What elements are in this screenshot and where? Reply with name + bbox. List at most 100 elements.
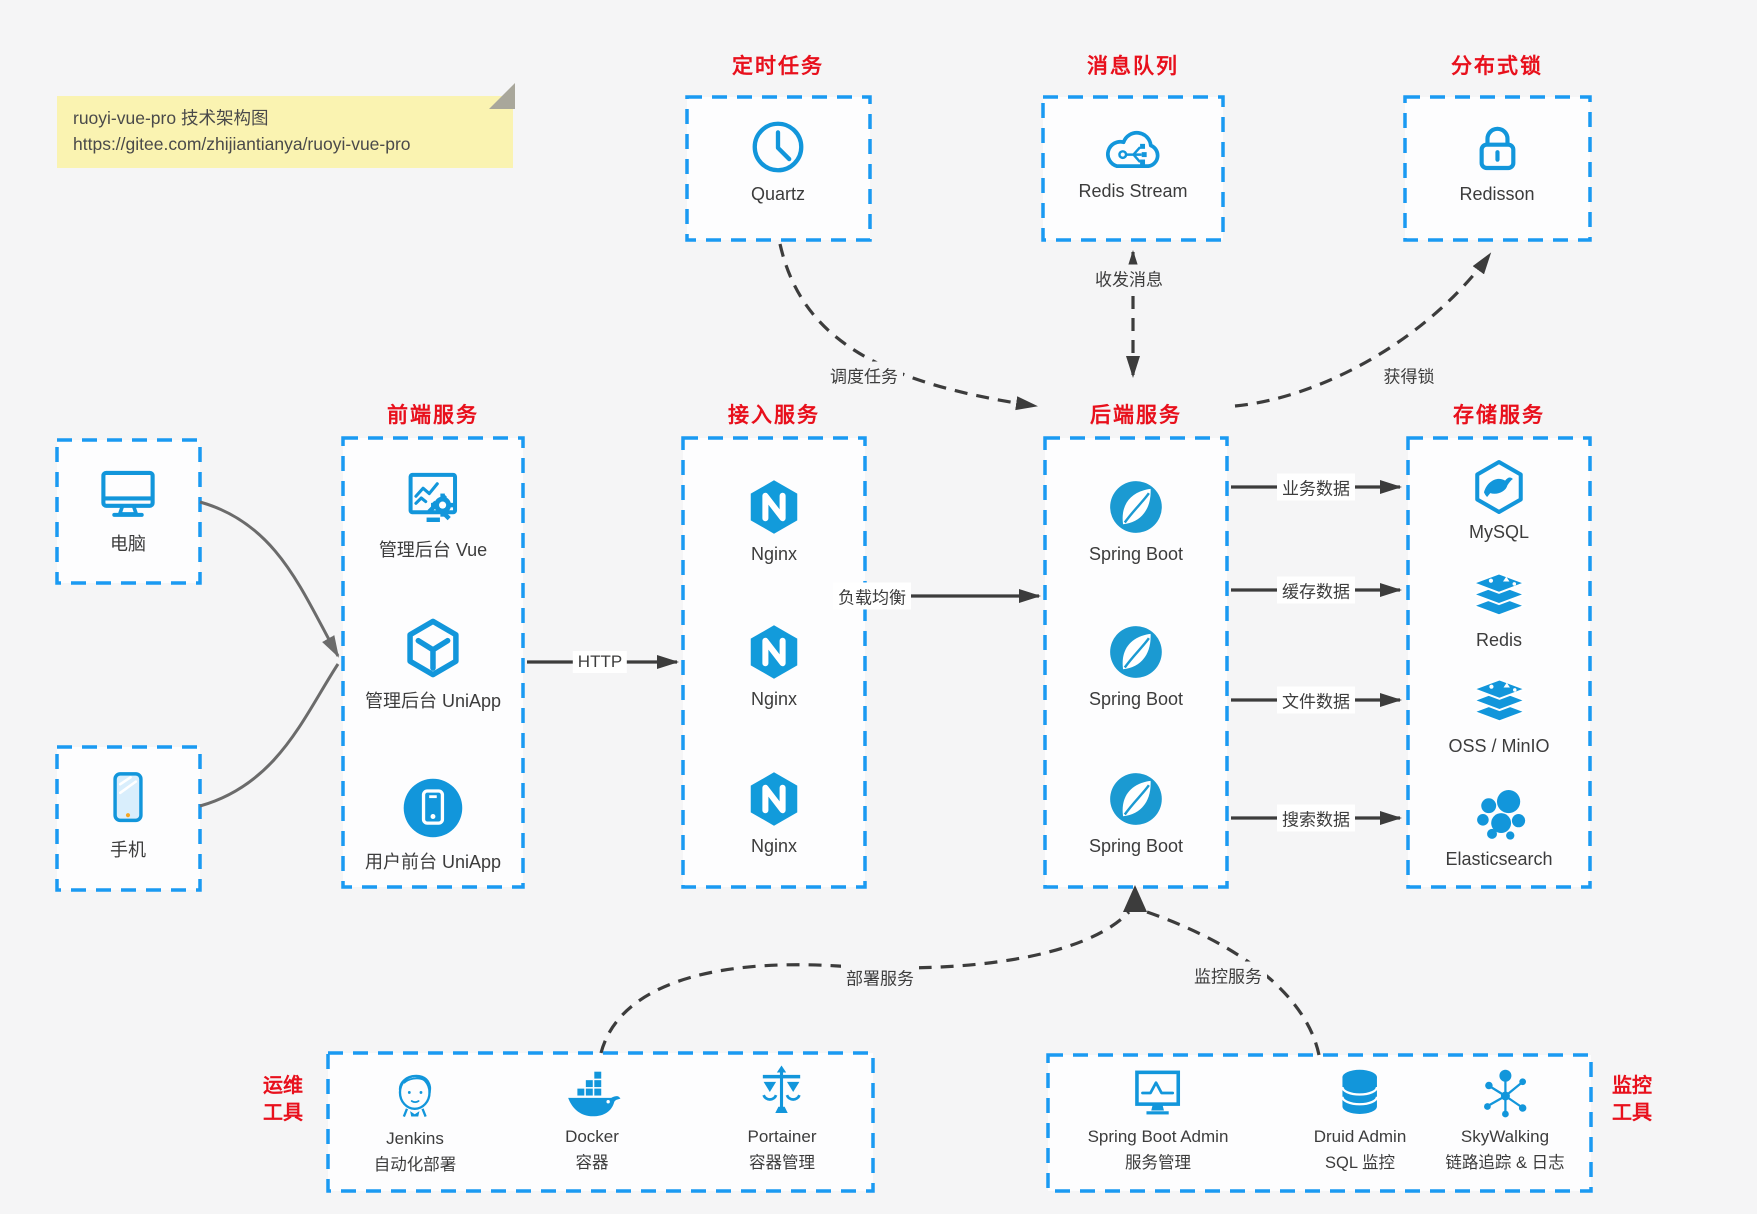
edge-label-deploy: 部署服务 bbox=[841, 963, 919, 991]
docker-icon bbox=[568, 1071, 621, 1117]
node-desc: 自动化部署 bbox=[373, 1156, 457, 1174]
edge-phone-to-frontend bbox=[199, 663, 340, 808]
redis-icon bbox=[1470, 572, 1528, 617]
druid-icon bbox=[1341, 1069, 1379, 1114]
node-label: 手机 bbox=[110, 840, 146, 860]
node-desc: 容器管理 bbox=[748, 1154, 815, 1172]
title-scheduled-tasks: 定时任务 bbox=[732, 55, 824, 78]
gear-icon bbox=[427, 493, 455, 521]
node-label: Spring Boot bbox=[1088, 836, 1184, 856]
box-message-queue bbox=[1041, 95, 1225, 242]
edge-label-search-data: 搜索数据 bbox=[1277, 804, 1355, 832]
edge-up-arrowhead bbox=[1123, 885, 1147, 912]
title-message-queue: 消息队列 bbox=[1087, 55, 1179, 78]
edge-schedule-task bbox=[778, 243, 1038, 411]
box-pc-client bbox=[55, 438, 202, 585]
cube-icon bbox=[407, 618, 459, 678]
node-elasticsearch: Elasticsearch bbox=[1445, 785, 1553, 870]
node-label: Nginx bbox=[750, 544, 798, 564]
node-spring-boot-admin: Spring Boot Admin 服务管理 bbox=[1087, 1066, 1229, 1176]
nginx-icon bbox=[750, 480, 798, 534]
edge-label-cache-data: 缓存数据 bbox=[1277, 576, 1355, 604]
node-skywalking: SkyWalking 链路追踪 & 日志 bbox=[1445, 1066, 1565, 1176]
node-name: Portainer bbox=[747, 1127, 817, 1146]
spring-boot-icon bbox=[1110, 773, 1162, 825]
portainer-icon bbox=[762, 1065, 802, 1113]
node-user-uniapp: 用户前台 UniApp bbox=[365, 774, 501, 874]
node-label: 管理后台 Vue bbox=[378, 540, 488, 560]
title-frontend-services: 前端服务 bbox=[387, 404, 479, 427]
node-label: Redis Stream bbox=[1078, 181, 1188, 201]
node-redisson: Redisson bbox=[1459, 118, 1535, 205]
node-mysql: MySQL bbox=[1469, 458, 1529, 543]
spring-boot-icon bbox=[1110, 481, 1162, 533]
node-nginx-3: Nginx bbox=[743, 768, 805, 857]
desktop-icon bbox=[101, 470, 155, 517]
node-druid-admin: Druid Admin SQL 监控 bbox=[1313, 1066, 1407, 1176]
node-phone: 手机 bbox=[97, 766, 159, 862]
skywalking-icon bbox=[1483, 1069, 1526, 1118]
smartphone-icon bbox=[113, 772, 143, 823]
node-label: Spring Boot bbox=[1088, 544, 1184, 564]
nginx-icon bbox=[750, 772, 798, 826]
edge-label-file-data: 文件数据 bbox=[1277, 686, 1355, 714]
node-spring-boot-2: Spring Boot bbox=[1089, 621, 1183, 710]
node-label: Redis bbox=[1475, 630, 1523, 650]
node-label: Nginx bbox=[750, 689, 798, 709]
node-spring-boot-3: Spring Boot bbox=[1089, 768, 1183, 857]
sticky-note: ruoyi-vue-pro 技术架构图 https://gitee.com/zh… bbox=[57, 83, 515, 168]
node-label: MySQL bbox=[1468, 522, 1530, 542]
node-name: Druid Admin bbox=[1313, 1127, 1407, 1146]
edge-deploy-service bbox=[599, 910, 1131, 1054]
node-label: Spring Boot bbox=[1088, 689, 1184, 709]
node-quartz: Quartz bbox=[747, 116, 809, 205]
node-label: OSS / MinIO bbox=[1448, 736, 1550, 756]
title-access-services: 接入服务 bbox=[728, 404, 820, 427]
node-admin-uniapp: 管理后台 UniApp bbox=[365, 615, 501, 713]
node-nginx-2: Nginx bbox=[743, 621, 805, 710]
side-label-ops-tools: 运维 工具 bbox=[263, 1075, 303, 1124]
title-storage-services: 存储服务 bbox=[1453, 404, 1545, 427]
node-portainer: Portainer 容器管理 bbox=[747, 1064, 817, 1176]
edge-label-business-data: 业务数据 bbox=[1277, 473, 1355, 501]
lock-icon bbox=[1479, 126, 1515, 171]
app-circle-icon bbox=[403, 778, 463, 838]
node-label: 管理后台 UniApp bbox=[364, 691, 502, 711]
note-url: https://gitee.com/zhijiantianya/ruoyi-vu… bbox=[73, 134, 411, 154]
node-label: Elasticsearch bbox=[1445, 849, 1553, 869]
cloud-stream-icon bbox=[1105, 130, 1159, 169]
node-desc: 链路追踪 & 日志 bbox=[1445, 1154, 1565, 1172]
node-admin-vue: 管理后台 Vue bbox=[379, 466, 487, 562]
edge-label-load-balance: 负载均衡 bbox=[833, 582, 911, 610]
node-label: Redisson bbox=[1459, 184, 1535, 204]
edge-label-http: HTTP bbox=[572, 651, 628, 673]
node-label: 用户前台 UniApp bbox=[364, 852, 502, 872]
title-distributed-lock: 分布式锁 bbox=[1451, 55, 1543, 78]
node-pc: 电脑 bbox=[95, 462, 161, 556]
edge-pc-to-frontend bbox=[199, 500, 340, 658]
node-name: Spring Boot Admin bbox=[1087, 1127, 1229, 1146]
node-nginx-1: Nginx bbox=[743, 476, 805, 565]
note-title: ruoyi-vue-pro 技术架构图 bbox=[73, 108, 269, 128]
node-redis-stream: Redis Stream bbox=[1078, 121, 1188, 202]
admin-vue-icon bbox=[408, 472, 458, 522]
note-fold-corner bbox=[489, 83, 515, 109]
node-label: Nginx bbox=[750, 836, 798, 856]
title-backend-services: 后端服务 bbox=[1090, 404, 1182, 427]
edge-label-message: 收发消息 bbox=[1090, 264, 1168, 292]
elasticsearch-icon bbox=[1476, 789, 1525, 840]
node-label: Quartz bbox=[750, 184, 806, 204]
mysql-icon bbox=[1475, 460, 1523, 514]
edge-label-lock: 获得锁 bbox=[1378, 361, 1440, 389]
node-jenkins: Jenkins 自动化部署 bbox=[373, 1066, 457, 1178]
sb-admin-icon bbox=[1135, 1070, 1181, 1115]
node-desc: 容器 bbox=[575, 1154, 609, 1172]
node-label: 电脑 bbox=[110, 534, 146, 554]
node-docker: Docker 容器 bbox=[562, 1068, 622, 1176]
edge-label-schedule: 调度任务 bbox=[825, 361, 903, 389]
node-desc: SQL 监控 bbox=[1324, 1154, 1395, 1172]
side-label-monitor-tools: 监控 工具 bbox=[1612, 1075, 1652, 1124]
edge-label-monitor: 监控服务 bbox=[1189, 961, 1267, 989]
node-name: SkyWalking bbox=[1460, 1127, 1550, 1146]
